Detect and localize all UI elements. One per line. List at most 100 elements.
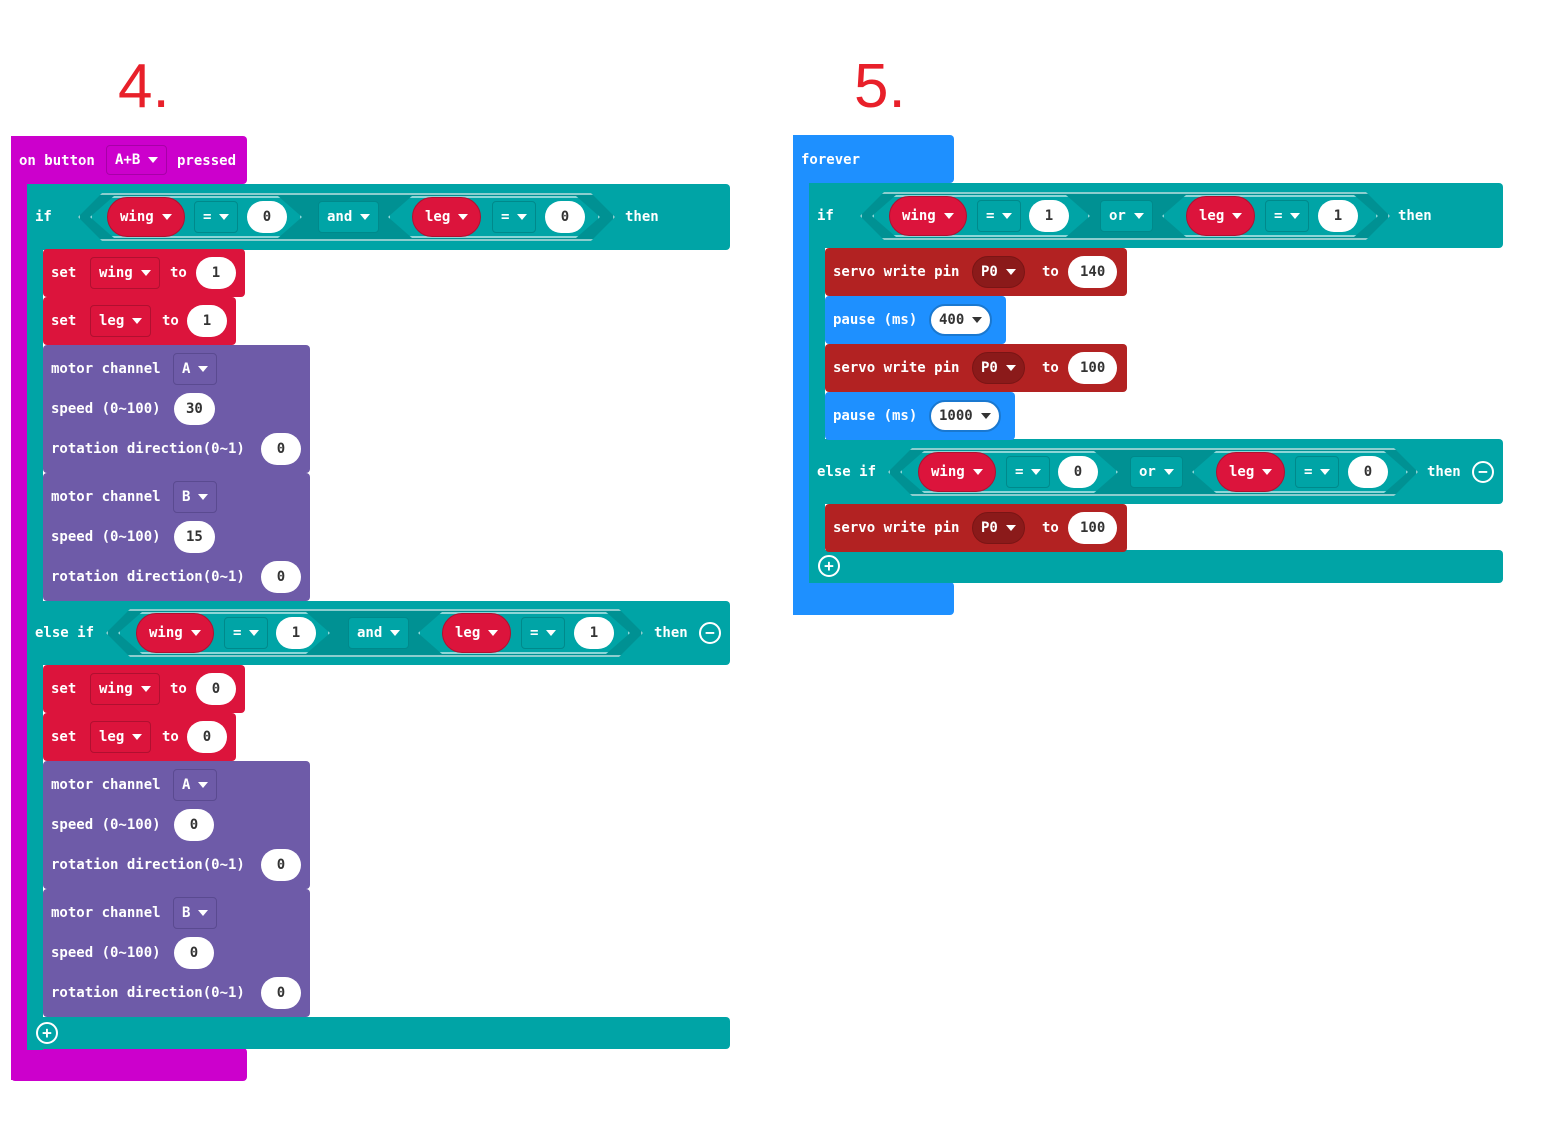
chevron-down-icon [1163, 469, 1174, 475]
speed-label: speed (0~100) [51, 401, 161, 417]
variable-dropdown[interactable]: leg [90, 721, 152, 753]
speed-input[interactable]: 0 [174, 937, 214, 969]
value-input[interactable]: 1 [1318, 200, 1358, 232]
operator-dropdown[interactable]: = [1295, 456, 1340, 488]
operator-dropdown[interactable]: = [977, 200, 1022, 232]
chevron-down-icon [488, 630, 499, 636]
value-input[interactable]: 100 [1068, 512, 1118, 544]
channel-dropdown[interactable]: A [173, 769, 218, 801]
chevron-down-icon [517, 214, 528, 220]
operator-dropdown[interactable]: = [521, 617, 566, 649]
servo-label: servo write pin [833, 520, 960, 536]
to-keyword: to [170, 265, 187, 281]
speed-input[interactable]: 0 [174, 809, 214, 841]
chevron-down-icon [972, 317, 983, 323]
channel: B [182, 489, 191, 505]
value-input[interactable]: 0 [1058, 456, 1098, 488]
value-input[interactable]: 140 [1068, 256, 1118, 288]
set-keyword: set [51, 265, 77, 281]
chevron-down-icon [1262, 469, 1273, 475]
op: = [1304, 464, 1313, 480]
button-value: A+B [115, 152, 141, 168]
value-input[interactable]: 1 [196, 257, 236, 289]
wing-variable[interactable]: wing [889, 196, 967, 236]
ms-dropdown[interactable]: 400 [929, 304, 993, 336]
rotation-input[interactable]: 0 [261, 849, 301, 881]
value-input[interactable]: 0 [196, 673, 236, 705]
value-input[interactable]: 0 [247, 201, 287, 233]
plus-circle-icon[interactable]: + [818, 555, 840, 577]
value-input[interactable]: 1 [276, 617, 316, 649]
or-dropdown[interactable]: or [1100, 200, 1153, 232]
leg-variable[interactable]: leg [442, 613, 512, 653]
value-input[interactable]: 0 [545, 201, 585, 233]
pin-dropdown[interactable]: P0 [972, 512, 1025, 544]
ms-dropdown[interactable]: 1000 [929, 400, 1001, 432]
channel-dropdown[interactable]: A [173, 353, 218, 385]
chevron-down-icon [190, 630, 201, 636]
pin-dropdown[interactable]: P0 [972, 352, 1025, 384]
chevron-down-icon [198, 494, 209, 500]
bool-op: or [1109, 208, 1126, 224]
minus-circle-icon[interactable]: − [699, 622, 721, 644]
rotation-input[interactable]: 0 [261, 561, 301, 593]
variable-dropdown[interactable]: wing [90, 257, 160, 289]
leg-variable[interactable]: leg [412, 197, 482, 237]
operator-dropdown[interactable]: = [492, 201, 537, 233]
wing-variable[interactable]: wing [918, 452, 996, 492]
chevron-down-icon [249, 630, 260, 636]
variable-dropdown[interactable]: wing [90, 673, 160, 705]
chevron-down-icon [1290, 213, 1301, 219]
minus-circle-icon[interactable]: − [1472, 461, 1494, 483]
plus-circle-icon[interactable]: + [36, 1022, 58, 1044]
bool-op: and [327, 209, 353, 225]
speed-input[interactable]: 15 [174, 521, 215, 553]
ms-value: 1000 [939, 408, 973, 424]
value-input[interactable]: 1 [187, 305, 227, 337]
speed-label: speed (0~100) [51, 529, 161, 545]
var-name: wing [99, 681, 133, 697]
value-input[interactable]: 1 [1029, 200, 1069, 232]
op: = [986, 208, 995, 224]
operator-dropdown[interactable]: = [224, 617, 269, 649]
channel: A [182, 777, 191, 793]
operator-dropdown[interactable]: = [194, 201, 239, 233]
wing-variable[interactable]: wing [107, 197, 185, 237]
op: = [203, 209, 212, 225]
and-dropdown[interactable]: and [348, 617, 410, 649]
speed-input[interactable]: 30 [174, 393, 215, 425]
chevron-down-icon [546, 630, 557, 636]
rotation-label: rotation direction(0~1) [51, 569, 245, 585]
operator-dropdown[interactable]: = [1006, 456, 1051, 488]
wing-variable[interactable]: wing [136, 613, 214, 653]
set-keyword: set [51, 313, 77, 329]
value-input[interactable]: 0 [187, 721, 227, 753]
motor-channel-label: motor channel [51, 489, 161, 505]
rotation-input[interactable]: 0 [261, 977, 301, 1009]
chevron-down-icon [148, 157, 159, 163]
operator-dropdown[interactable]: = [1265, 200, 1310, 232]
button-dropdown[interactable]: A+B [106, 145, 168, 175]
channel-dropdown[interactable]: B [173, 897, 218, 929]
chevron-down-icon [1320, 469, 1331, 475]
value-input[interactable]: 100 [1068, 352, 1118, 384]
leg-variable[interactable]: leg [1186, 196, 1256, 236]
pin-dropdown[interactable]: P0 [972, 256, 1025, 288]
rotation-label: rotation direction(0~1) [51, 441, 245, 457]
motor-channel-label: motor channel [51, 361, 161, 377]
if-keyword: if [817, 208, 834, 224]
rotation-input[interactable]: 0 [261, 433, 301, 465]
or-dropdown[interactable]: or [1130, 456, 1183, 488]
variable-dropdown[interactable]: leg [90, 305, 152, 337]
var-name: wing [99, 265, 133, 281]
leg-variable[interactable]: leg [1216, 452, 1286, 492]
value-input[interactable]: 0 [1348, 456, 1388, 488]
and-dropdown[interactable]: and [318, 201, 380, 233]
channel: B [182, 905, 191, 921]
value-input[interactable]: 1 [574, 617, 614, 649]
op: = [233, 625, 242, 641]
channel-dropdown[interactable]: B [173, 481, 218, 513]
set-keyword: set [51, 729, 77, 745]
then-keyword: then [625, 209, 659, 225]
motor-channel-label: motor channel [51, 777, 161, 793]
